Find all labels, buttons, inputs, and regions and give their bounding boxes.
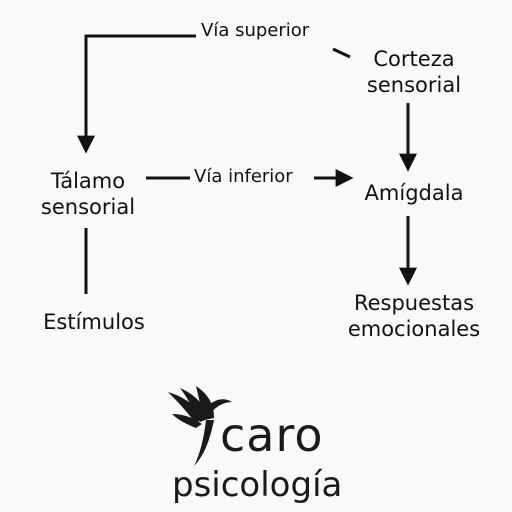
talamo-sensorial-node: Tálamo sensorial bbox=[40, 169, 136, 219]
wing-icon bbox=[168, 386, 232, 466]
via-inferior-label: Vía inferior bbox=[190, 166, 297, 188]
logo-wordmark-bottom: psicología bbox=[172, 465, 343, 505]
via-superior-line bbox=[77, 34, 196, 154]
estimulos-node: Estímulos bbox=[43, 310, 145, 334]
logo-wordmark-top: caro bbox=[220, 408, 324, 462]
amigdala-node: Amígdala bbox=[364, 181, 464, 205]
via-superior-connector bbox=[332, 47, 351, 59]
corteza-sensorial-node: Corteza sensorial bbox=[366, 47, 462, 97]
via-superior-label: Vía superior bbox=[197, 20, 314, 42]
respuestas-emocionales-node: Respuestas emocionales bbox=[347, 291, 481, 341]
